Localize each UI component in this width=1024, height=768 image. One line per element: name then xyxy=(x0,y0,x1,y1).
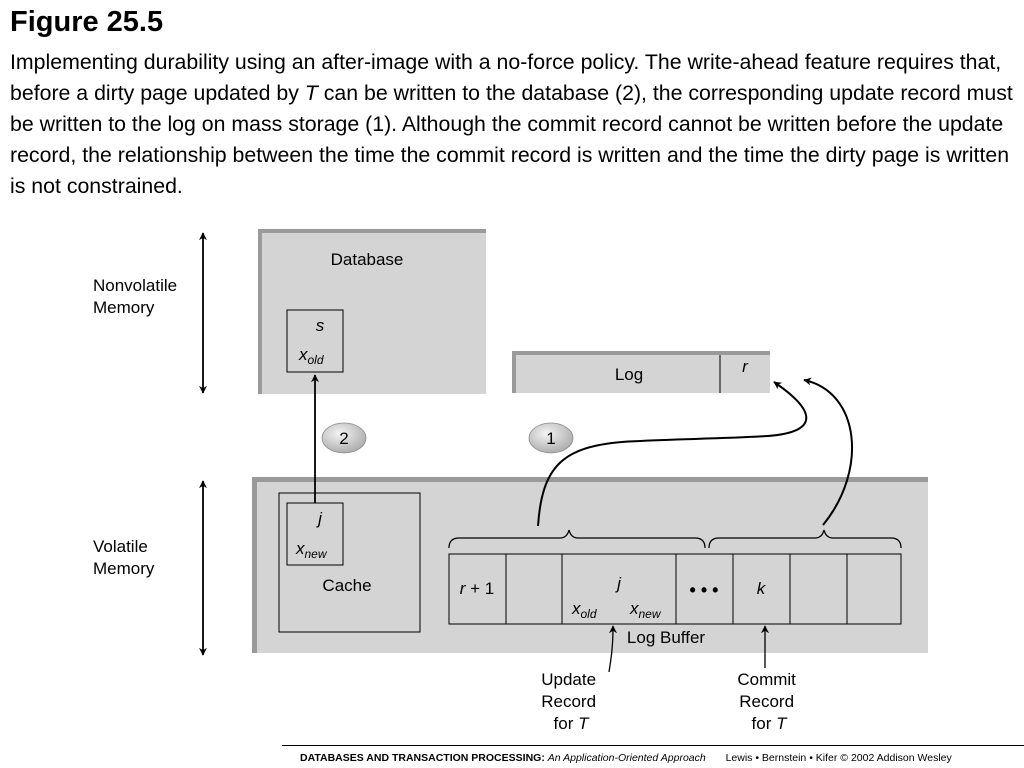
log-last-record: r xyxy=(742,357,749,376)
log-buffer-cell-k: k xyxy=(757,579,767,598)
log-buffer-cell-r-plus-1: r + 1 xyxy=(460,579,495,598)
log-buffer: r + 1 j xold xnew • • • k Log Buffer xyxy=(448,553,902,647)
log-buffer-cell-j-name: j xyxy=(615,574,622,593)
step-1-badge: 1 xyxy=(528,422,574,454)
log-buffer-label: Log Buffer xyxy=(627,628,705,647)
svg-text:1: 1 xyxy=(546,429,555,448)
footer: DATABASES AND TRANSACTION PROCESSING: An… xyxy=(300,752,952,764)
figure-caption: Implementing durability using an after-i… xyxy=(10,47,1020,227)
database-page-value: xold xyxy=(298,345,324,367)
log-label: Log xyxy=(615,365,643,384)
flush-commit-records-arrow xyxy=(803,377,853,526)
cache-page-name: j xyxy=(316,509,323,528)
step-2-badge: 2 xyxy=(321,422,367,454)
log-buffer-cell-j-new: xnew xyxy=(629,599,662,621)
update-record-label: Update Record for T xyxy=(541,670,601,733)
update-record-pointer xyxy=(608,625,617,673)
volatile-memory-label: Volatile Memory xyxy=(93,537,155,578)
footer-subtitle: An Application-Oriented Approach xyxy=(547,752,706,764)
log-buffer-ellipsis: • • • xyxy=(690,580,719,600)
update-records-brace xyxy=(448,529,706,549)
commit-record-label: Commit Record for T xyxy=(737,670,800,733)
caption-part-2: can be written to the database (2), the … xyxy=(10,81,1013,198)
cache-label: Cache xyxy=(322,576,371,595)
footer-authors: Lewis • Bernstein • Kifer © 2002 Addison… xyxy=(725,752,952,764)
log-box: Log r xyxy=(512,351,770,393)
footer-divider xyxy=(282,745,1024,746)
flush-update-records-arrow xyxy=(537,381,808,527)
volatile-memory-box xyxy=(252,477,928,653)
svg-text:2: 2 xyxy=(339,429,348,448)
log-buffer-cell-j-old: xold xyxy=(571,599,597,621)
cache-box: j xnew Cache xyxy=(278,492,421,633)
commit-records-brace xyxy=(708,529,902,549)
caption-variable-t: T xyxy=(304,81,318,105)
database-page-name: s xyxy=(316,316,325,335)
footer-book-title: DATABASES AND TRANSACTION PROCESSING: xyxy=(300,752,545,764)
cache-page-value: xnew xyxy=(295,539,328,561)
database-page-s xyxy=(286,309,344,373)
figure-title: Figure 25.5 xyxy=(10,6,164,38)
caption-part-1: Implementing durability using an after-i… xyxy=(10,50,1002,105)
database-label: Database xyxy=(331,250,404,269)
database-box: Database s xold xyxy=(258,229,486,394)
nonvolatile-memory-label: Nonvolatile Memory xyxy=(93,276,182,317)
